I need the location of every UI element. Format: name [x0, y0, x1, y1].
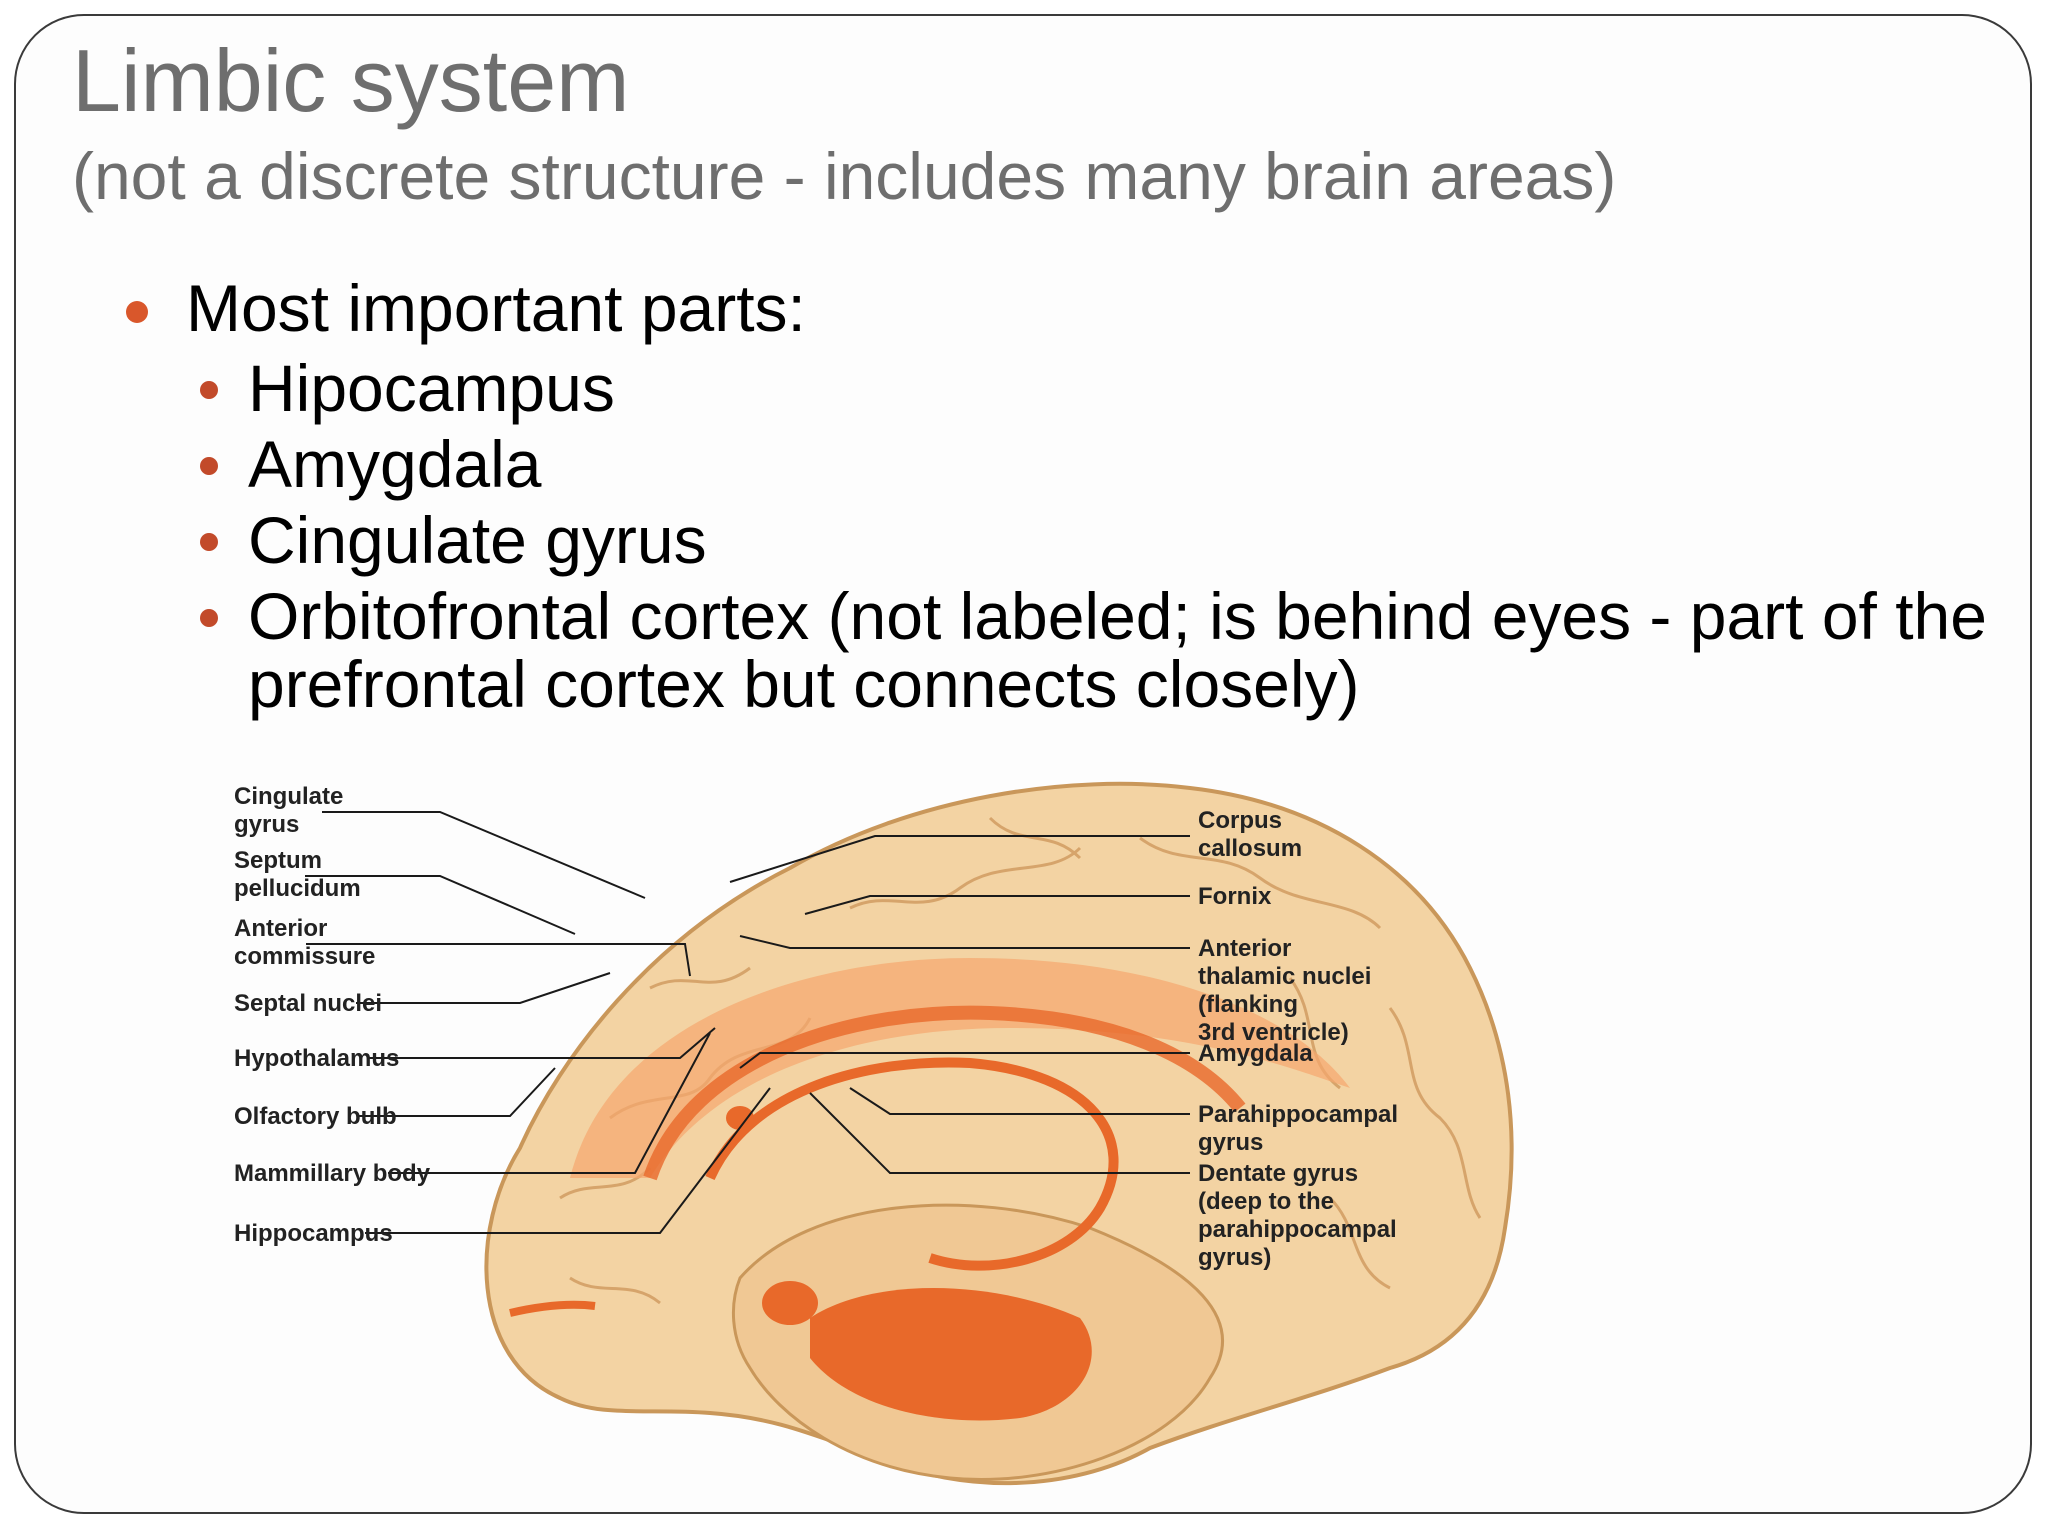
sub-bullet: Cingulate gyrus — [120, 506, 1988, 574]
bullet-main-text: Most important parts: — [186, 271, 806, 345]
label-mammillary-body: Mammillary body — [234, 1160, 431, 1187]
olfactory-bulb-region — [509, 1300, 596, 1317]
bullet-list: Most important parts: Hipocampus Amygdal… — [120, 270, 1988, 718]
sub-bullet: Hipocampus — [120, 354, 1988, 422]
sub-bullet-dot — [200, 457, 218, 475]
label-amygdala: Amygdala — [1198, 1040, 1313, 1067]
sub-bullet-text: Amygdala — [248, 427, 542, 501]
hippocampus-region — [810, 1288, 1092, 1421]
sub-bullet: Amygdala — [120, 430, 1988, 498]
label-septal-nuclei: Septal nuclei — [234, 990, 382, 1017]
bullet-main: Most important parts: — [120, 270, 1988, 346]
sub-bullet-text: Hipocampus — [248, 351, 615, 425]
slide-subtitle: (not a discrete structure - includes man… — [72, 139, 1617, 213]
sub-bullet-dot — [200, 381, 218, 399]
sub-bullet: Orbitofrontal cortex (not labeled; is be… — [120, 582, 1988, 718]
fornix-region — [705, 1057, 1119, 1271]
label-fornix: Fornix — [1198, 883, 1272, 910]
slide-title: Limbic system — [72, 31, 630, 130]
sub-bullet-dot — [200, 609, 218, 627]
leader-lines — [305, 811, 1190, 1234]
sub-bullet-text: Orbitofrontal cortex (not labeled; is be… — [248, 579, 1987, 721]
bullet-dot — [126, 301, 148, 323]
label-olfactory-bulb: Olfactory bulb — [234, 1103, 397, 1130]
label-hypothalamus: Hypothalamus — [234, 1045, 399, 1072]
sub-bullet-text: Cingulate gyrus — [248, 503, 707, 577]
sub-bullet-dot — [200, 533, 218, 551]
cingulate-gyrus-region — [570, 958, 1350, 1178]
anterior-thalamic-region — [726, 1106, 754, 1130]
amygdala-region — [762, 1281, 818, 1325]
corpus-callosum-region — [643, 1005, 1246, 1181]
label-hippocampus: Hippocampus — [234, 1220, 393, 1247]
